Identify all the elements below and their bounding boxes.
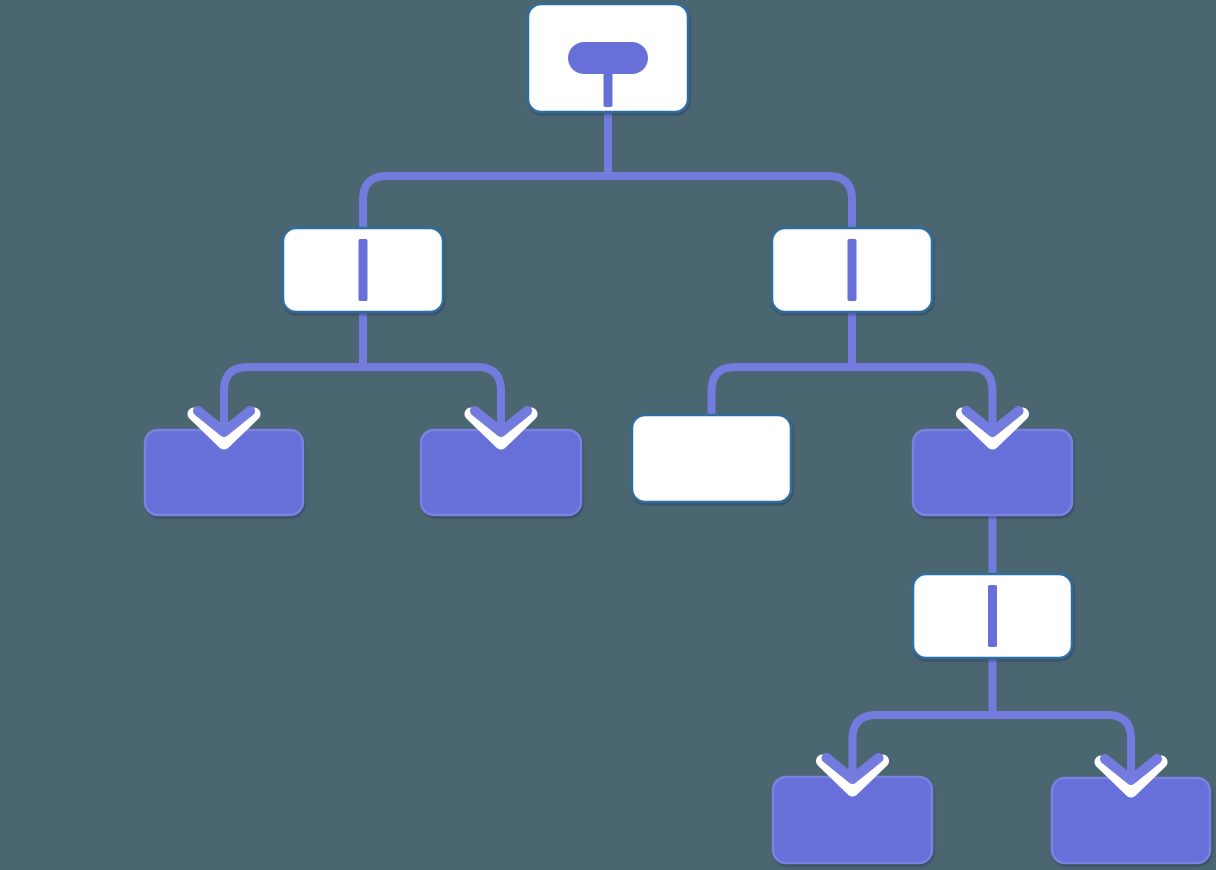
connector-edge [707, 363, 852, 419]
arrow-down-icon [1094, 754, 1168, 798]
arrow-chevron-icon [961, 406, 1024, 437]
connector-edge [992, 711, 1135, 776]
arrow-chevron-outline-icon [956, 407, 1029, 450]
root-pill-icon [568, 42, 648, 74]
connector-edge [608, 172, 856, 232]
vertical-bar-icon [847, 239, 857, 301]
nodes-layer [143, 2, 1212, 865]
edges-layer [220, 109, 1135, 776]
root-stem-icon [603, 68, 613, 107]
vertical-bar-icon [988, 585, 997, 647]
arrow-chevron-icon [1100, 754, 1162, 785]
connector-edge [852, 363, 997, 428]
arrow-chevron-icon [821, 753, 884, 784]
connector-edge [220, 363, 363, 428]
arrows-layer [187, 406, 1168, 798]
arrow-chevron-icon [193, 406, 255, 437]
arrow-down-icon [816, 753, 889, 797]
arrow-down-icon [956, 406, 1029, 450]
vertical-bar-icon [358, 239, 368, 301]
connector-edge [363, 363, 505, 428]
arrow-chevron-outline-icon [1094, 755, 1168, 798]
plain-node[interactable] [630, 413, 793, 504]
arrow-down-icon [187, 406, 261, 450]
arrow-chevron-icon [470, 406, 532, 437]
connector-edge [848, 711, 993, 775]
arrow-chevron-outline-icon [187, 407, 261, 450]
arrow-chevron-outline-icon [816, 754, 889, 797]
arrow-down-icon [464, 406, 538, 450]
connector-edge [359, 172, 608, 232]
arrow-chevron-outline-icon [464, 407, 538, 450]
